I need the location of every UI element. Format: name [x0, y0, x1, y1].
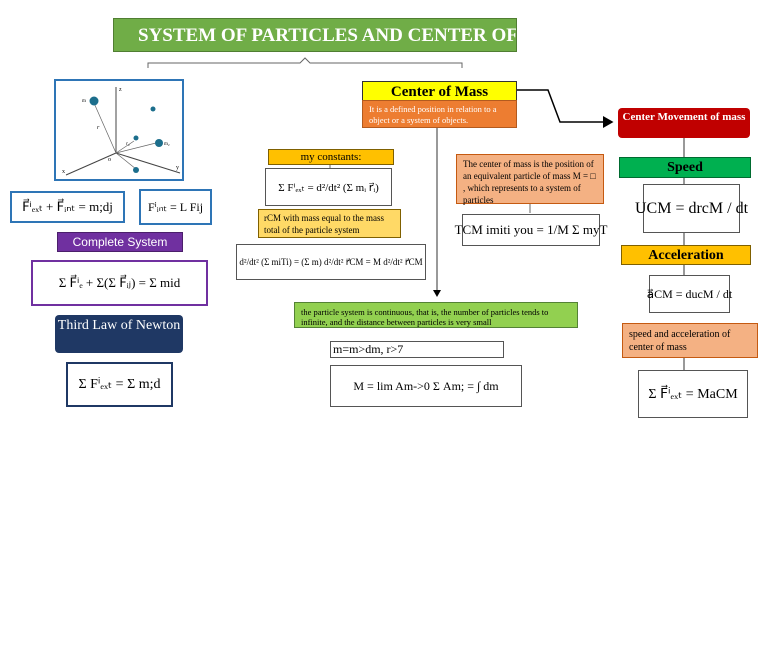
svg-text:r: r	[97, 125, 100, 131]
acceleration-label: Acceleration	[621, 245, 751, 265]
svg-text:m: m	[82, 99, 86, 104]
continuous-system-note: the particle system is continuous, that …	[294, 302, 578, 328]
page-title: SYSTEM OF PARTICLES AND CENTER OF M	[113, 18, 517, 52]
svg-text:m₂: m₂	[164, 142, 170, 147]
internal-force-sum-eq: Fⁱᵢₙₜ = L Fij	[139, 189, 212, 225]
newton-second-law-cm-eq: Σ F⃗ⁱₑₓₜ = MaCM	[638, 370, 748, 418]
particle-mi	[133, 167, 139, 173]
second-derivative-eq: d²/dt² (Σ miTi) = (Σ m) d²/dt² r⃗CM = M …	[236, 244, 426, 280]
external-internal-force-eq: F⃗ⁱₑₓₜ + F⃗ᵢₙₜ = m;dj	[10, 191, 125, 223]
center-movement-label: Center Movement of mass	[618, 108, 750, 138]
svg-text:y: y	[176, 165, 179, 171]
tcm-eq: TCM imiti you = 1/M Σ myT	[455, 214, 607, 246]
center-of-mass-definition: It is a defined position in relation to …	[362, 100, 517, 128]
complete-system-eq: Σ F⃗ⁱₑ + Σ(Σ F⃗ᵢⱼ) = Σ mid	[31, 260, 208, 306]
third-law-label: Third Law of Newton	[55, 315, 183, 353]
mass-limit-eq: M = lim Am->0 Σ Am; = ∫ dm	[330, 365, 522, 407]
rcm-note: rCM with mass equal to the mass total of…	[258, 209, 401, 238]
center-of-mass-label: Center of Mass	[362, 81, 517, 101]
my-constants-label: my constants:	[268, 149, 394, 165]
speed-acceleration-note: speed and acceleration of center of mass	[622, 323, 758, 358]
speed-label: Speed	[619, 157, 751, 178]
svg-text:o: o	[108, 157, 111, 163]
constants-eq: Σ Fⁱₑₓₜ = d²/dt² (Σ mᵢ r⃗ᵢ)	[265, 168, 392, 206]
coordinate-axes-figure: z y x o r r₂ m m₂	[62, 87, 181, 176]
particle-r2	[133, 135, 139, 141]
particle-system-diagram: z y x o r r₂ m m₂	[54, 79, 184, 181]
particle-m	[150, 106, 156, 112]
equivalent-particle-note: The center of mass is the position of an…	[456, 154, 604, 205]
third-law-eq: Σ Fⁱₑₓₜ = Σ m;d	[66, 362, 173, 407]
svg-text:x: x	[62, 169, 65, 175]
particle-m1	[89, 96, 99, 106]
speed-eq: UCM = drcM / dt	[635, 184, 748, 233]
acceleration-eq: a⃗CM = ducM / dt	[647, 275, 732, 313]
particle-m2	[155, 139, 163, 147]
differential-mass-eq: m=m>dm, r>7	[330, 341, 504, 358]
svg-text:r₂: r₂	[126, 142, 130, 147]
complete-system-label: Complete System	[57, 232, 183, 252]
svg-text:z: z	[119, 87, 122, 93]
